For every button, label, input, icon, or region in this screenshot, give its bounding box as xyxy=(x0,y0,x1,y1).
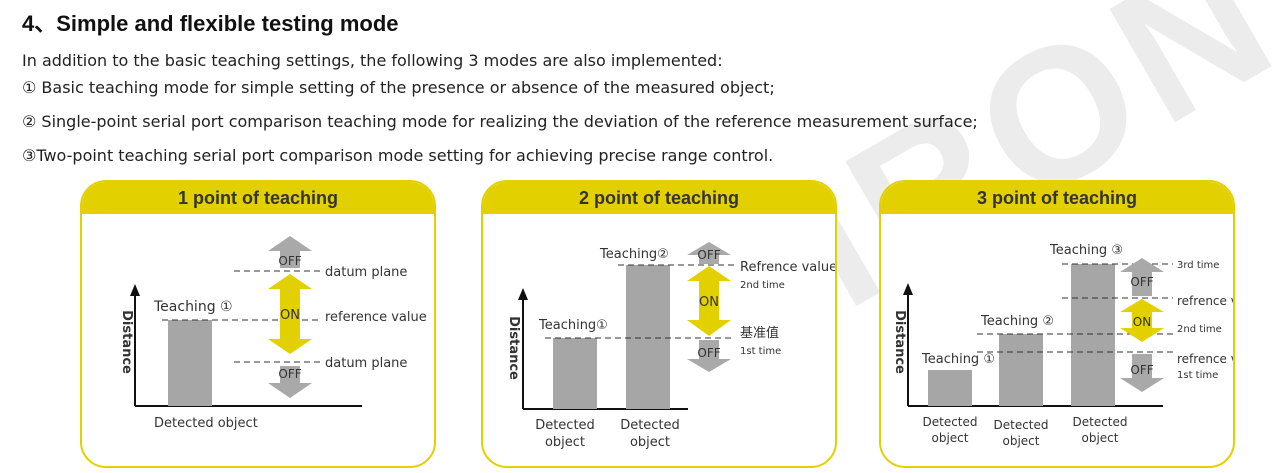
on-double-arrow xyxy=(268,274,312,354)
object-3-label-line1: Detected xyxy=(1072,415,1127,429)
axis-label: Distance xyxy=(892,310,907,374)
datum-plane-top-label: datum plane xyxy=(325,265,407,280)
object-2-label-line1: Detected xyxy=(993,418,1048,432)
object-bar xyxy=(168,320,212,406)
refrence-value-label: Refrence value xyxy=(740,260,835,275)
y-axis-arrowhead xyxy=(518,288,528,300)
object-bar-1 xyxy=(928,370,972,406)
object-3-label-line2: object xyxy=(1082,431,1119,445)
object-1-label-line2: object xyxy=(932,431,969,445)
object-2-label-line1: Detected xyxy=(620,418,680,433)
panel-1-point-teaching: 1 point of teaching Distance Teaching ① … xyxy=(80,180,436,468)
axis-label: Distance xyxy=(506,316,521,380)
mode-item-1: ① Basic teaching mode for simple setting… xyxy=(22,78,775,97)
intro-text: In addition to the basic teaching settin… xyxy=(22,51,723,70)
object-bar-2 xyxy=(626,265,670,409)
panel-2-point-teaching: 2 point of teaching Distance Teaching① T… xyxy=(481,180,837,468)
teaching-2-label: Teaching ② xyxy=(980,314,1054,329)
mode-item-2: ② Single-point serial port comparison te… xyxy=(22,112,978,131)
section-heading: 4、Simple and flexible testing mode xyxy=(22,11,399,36)
on-label: ON xyxy=(1133,315,1151,329)
panel-header xyxy=(82,182,434,214)
diagram-3: Distance Teaching ① Teaching ② Teaching … xyxy=(892,243,1233,448)
object-bar-2 xyxy=(999,334,1043,406)
off-arrow-up xyxy=(687,242,731,264)
y-axis-arrowhead xyxy=(130,284,140,296)
first-time-label: 1st time xyxy=(740,346,781,357)
on-double-arrow xyxy=(687,266,731,336)
base-value-label: 基准值 xyxy=(740,325,779,341)
off-label-bottom: OFF xyxy=(697,346,720,360)
off-arrow-up xyxy=(1120,258,1164,296)
second-time-label: 2nd time xyxy=(740,280,785,291)
object-1-label-line1: Detected xyxy=(535,418,595,433)
reference-value-label: reference value xyxy=(325,310,427,325)
diagram-1: Distance Teaching ① OFF ON OFF datum pla… xyxy=(119,236,427,431)
axis-label: Distance xyxy=(119,310,134,374)
datum-plane-bottom-label: datum plane xyxy=(325,356,407,371)
off-arrow-up xyxy=(268,236,312,268)
object-1-label-line2: object xyxy=(545,435,585,450)
on-double-arrow xyxy=(1120,299,1164,342)
panel-3-point-teaching: 3 point of teaching Distance Teaching ① … xyxy=(879,180,1235,468)
third-time-label: 3rd time xyxy=(1177,260,1219,271)
teaching-2-label: Teaching② xyxy=(599,247,669,262)
off-arrow-down xyxy=(687,340,731,372)
off-label-top: OFF xyxy=(1130,275,1153,289)
teaching-1-label: Teaching ① xyxy=(921,352,995,367)
panel-title: 3 point of teaching xyxy=(977,188,1137,208)
object-bar-3 xyxy=(1071,264,1115,406)
object-2-label-line2: object xyxy=(1003,434,1040,448)
off-arrow-down xyxy=(268,366,312,398)
off-label-bottom: OFF xyxy=(1130,363,1153,377)
mode-item-3: ③Two-point teaching serial port comparis… xyxy=(22,146,774,165)
panel-title: 2 point of teaching xyxy=(579,188,739,208)
off-label-top: OFF xyxy=(278,254,301,268)
off-label-bottom: OFF xyxy=(278,367,301,381)
refrence-value-1-label: refrence value xyxy=(1177,294,1233,308)
panel-title: 1 point of teaching xyxy=(178,188,338,208)
object-bar-1 xyxy=(553,338,597,409)
off-label-top: OFF xyxy=(697,248,720,262)
on-label: ON xyxy=(280,308,300,323)
off-arrow-down xyxy=(1120,354,1164,392)
teaching-label: Teaching ① xyxy=(153,299,233,315)
second-time-label: 2nd time xyxy=(1177,324,1222,335)
object-1-label-line1: Detected xyxy=(922,415,977,429)
teaching-3-label: Teaching ③ xyxy=(1049,243,1123,258)
y-axis-arrowhead xyxy=(903,283,913,295)
object-2-label-line2: object xyxy=(630,435,670,450)
detected-object-label: Detected object xyxy=(154,416,258,431)
on-label: ON xyxy=(699,295,719,310)
first-time-label: 1st time xyxy=(1177,370,1218,381)
teaching-1-label: Teaching① xyxy=(538,318,608,333)
panel-header xyxy=(881,182,1233,214)
panel-header xyxy=(483,182,835,214)
diagram-2: Distance Teaching① Teaching② OFF ON OFF … xyxy=(506,242,835,450)
refrence-value-2-label: refrence value xyxy=(1177,352,1233,366)
